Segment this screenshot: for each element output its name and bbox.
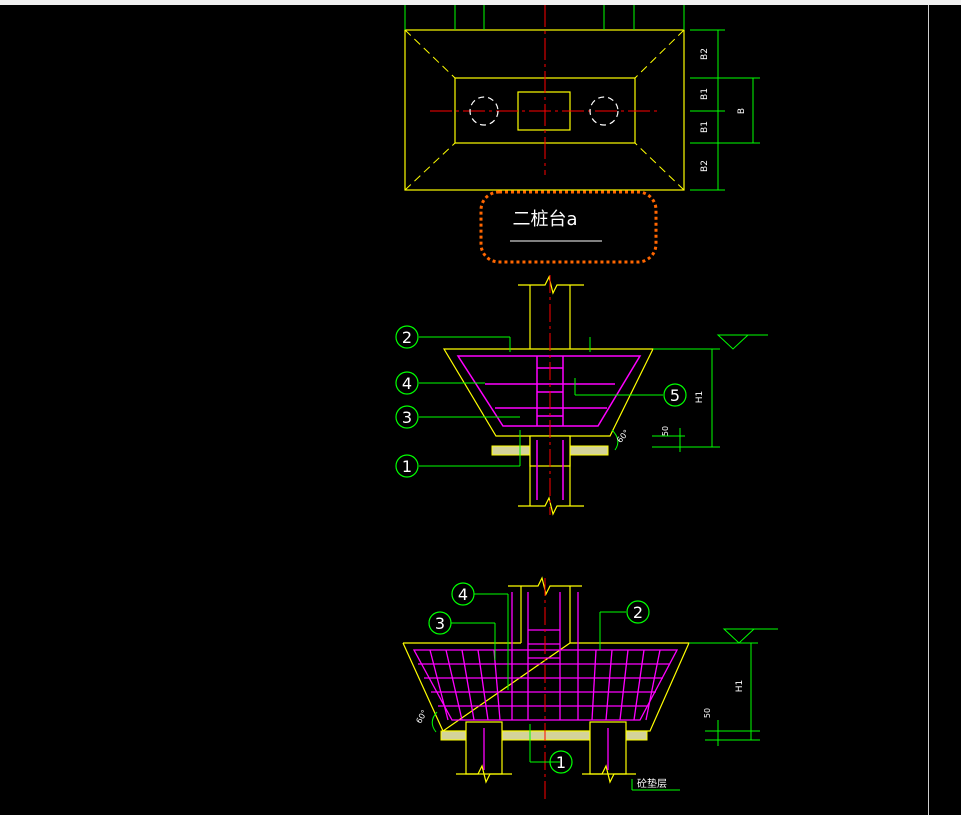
- section-b-dim-height: H1: [735, 680, 745, 693]
- section-b-column: [508, 576, 582, 643]
- viewport-right-border: [928, 5, 929, 815]
- section-a-column: [518, 275, 584, 516]
- section-a-callout-4: 4: [402, 374, 412, 393]
- section-b-callout-3: 3: [435, 614, 445, 633]
- section-b-angle-arc: [431, 711, 438, 733]
- section-a-callout-2: 2: [402, 328, 412, 347]
- section-a-callout-3: 3: [402, 408, 412, 427]
- section-b-dim-cover: 50: [703, 708, 712, 718]
- section-b-callout-leaders: [451, 593, 626, 763]
- section-a-angle: 60°: [615, 428, 631, 445]
- section-b-dimensions: [631, 628, 778, 791]
- section-b-piles: [465, 721, 627, 775]
- section-a: 2 4 3 1 5 H1 50 60°: [395, 275, 768, 516]
- plan-outer-outline: [404, 29, 685, 191]
- section-b-callouts: 4 3 2 1: [428, 582, 650, 774]
- section-a-dim-height: H1: [695, 391, 705, 404]
- section-b-cushion: [440, 730, 648, 741]
- plan-view: B2 B1 B1 B2 B: [404, 5, 760, 191]
- section-b: 4 3 2 1 H1 50 60° 砼垫层: [402, 576, 778, 800]
- section-b-angle: 60°: [414, 708, 429, 725]
- plan-dim-b1-upper: B1: [700, 88, 710, 100]
- plan-dim-total: B: [737, 108, 747, 114]
- plan-dim-chain: [690, 29, 760, 191]
- section-b-cushion-label: 砼垫层: [637, 777, 667, 790]
- section-a-rebar: [456, 355, 642, 500]
- section-a-dim-cover: 50: [661, 426, 670, 436]
- cad-drawing-canvas[interactable]: B2 B1 B1 B2 B 二桩台a: [0, 5, 961, 815]
- plan-top-ticks: [404, 5, 685, 30]
- plan-dim-b2-bottom: B2: [700, 160, 710, 172]
- section-b-callout-4: 4: [458, 585, 468, 604]
- title-revision-cloud[interactable]: 二桩台a: [479, 190, 658, 264]
- pile-left: [469, 96, 499, 126]
- plan-dim-b2-top: B2: [700, 48, 710, 60]
- plan-title: 二桩台a: [512, 209, 577, 230]
- pile-right: [589, 96, 619, 126]
- section-a-dimensions: [652, 334, 768, 452]
- plan-piles: [469, 96, 619, 126]
- plan-slope-lines: [404, 29, 685, 191]
- plan-dim-b1-lower: B1: [700, 121, 710, 133]
- section-a-callout-1: 1: [402, 457, 412, 476]
- window-top-bar: [0, 0, 961, 5]
- section-a-callout-leaders: [419, 336, 663, 467]
- section-a-callouts: 2 4 3 1 5: [395, 325, 687, 478]
- section-b-rebar-grid: [412, 592, 679, 770]
- plan-center-lines: [430, 5, 660, 175]
- section-b-callout-1: 1: [556, 753, 566, 772]
- section-a-angle-arc: [611, 429, 619, 451]
- section-a-cap-outline: [442, 348, 654, 437]
- section-a-callout-5: 5: [670, 386, 680, 405]
- section-b-callout-2: 2: [633, 603, 643, 622]
